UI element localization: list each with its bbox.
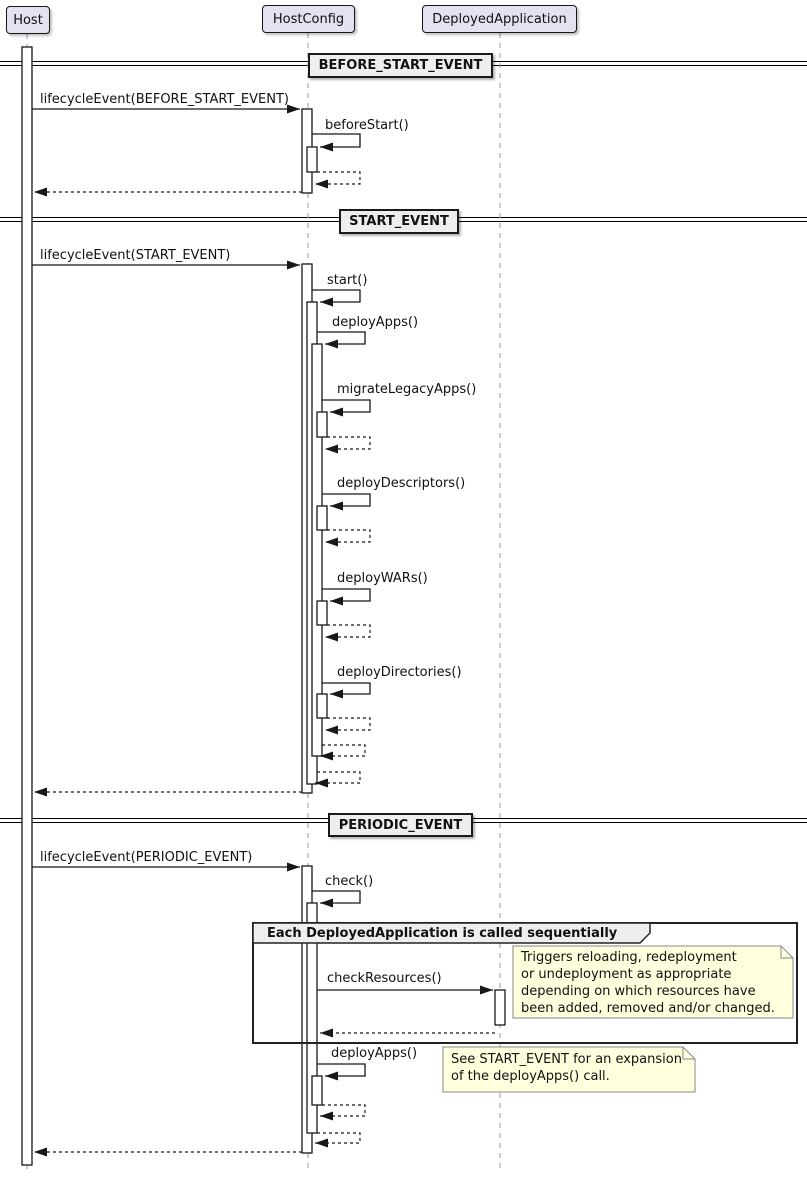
return-deployapps-periodic	[320, 1104, 366, 1121]
return-deploywars	[325, 624, 371, 642]
note-deployapps: See START_EVENT for an expansion of the …	[451, 1052, 682, 1084]
activation-deploydirectories	[316, 693, 328, 719]
message-lifecycle-start: lifecycleEvent(START_EVENT)	[40, 248, 231, 263]
participant-hostconfig-label: HostConfig	[272, 11, 345, 27]
activation-deploydescriptors	[316, 505, 328, 531]
divider-before-start-label: BEFORE_START_EVENT	[318, 58, 483, 73]
return-deployapps	[320, 744, 366, 761]
arrow-deployapps	[317, 331, 366, 349]
message-deploydirectories: deployDirectories()	[337, 665, 462, 680]
message-lifecycle-before-start: lifecycleEvent(BEFORE_START_EVENT)	[40, 92, 289, 107]
return-deploydescriptors	[325, 529, 371, 547]
message-deploydescriptors: deployDescriptors()	[337, 476, 466, 491]
message-lifecycle-periodic: lifecycleEvent(PERIODIC_EVENT)	[40, 850, 253, 865]
arrow-deploydescriptors	[322, 493, 371, 511]
message-deploywars: deployWARs()	[337, 571, 428, 586]
activation-hostconfig-periodic	[301, 865, 313, 1154]
participant-hostconfig: HostConfig	[262, 5, 355, 33]
activation-start	[306, 301, 318, 785]
note-checkresources: Triggers reloading, redeployment or unde…	[521, 950, 775, 1016]
message-deployapps: deployApps()	[332, 315, 419, 330]
activation-deployedapplication-checkresources	[494, 989, 506, 1026]
return-start	[315, 771, 361, 788]
arrow-deployapps-periodic	[317, 1063, 366, 1081]
activation-hostconfig-start	[301, 263, 313, 794]
arrow-migratelegacyapps	[322, 399, 371, 417]
message-migratelegacyapps: migrateLegacyApps()	[337, 382, 477, 397]
divider-periodic-label: PERIODIC_EVENT	[338, 817, 463, 833]
activation-beforestart	[306, 146, 318, 173]
arrow-deploywars	[322, 588, 371, 606]
participant-deployedapplication: DeployedApplication	[422, 5, 577, 33]
participant-host-label: Host	[13, 12, 43, 28]
arrow-deploydirectories	[322, 682, 371, 699]
participant-deployedapplication-label: DeployedApplication	[432, 11, 567, 27]
divider-start-event: START_EVENT	[339, 209, 459, 234]
arrow-check	[312, 890, 361, 908]
divider-periodic-event: PERIODIC_EVENT	[328, 813, 473, 837]
return-deploydirectories	[325, 717, 371, 735]
group-label: Each DeployedApplication is called seque…	[267, 926, 618, 941]
message-start: start()	[327, 273, 368, 288]
divider-start-label: START_EVENT	[349, 214, 449, 229]
activation-host	[21, 46, 33, 1166]
return-check	[315, 1132, 361, 1148]
message-check: check()	[325, 874, 374, 889]
message-beforestart: beforeStart()	[325, 118, 409, 133]
message-deployapps-periodic: deployApps()	[331, 1046, 418, 1061]
activation-deployapps	[311, 343, 323, 757]
return-beforestart	[315, 171, 361, 189]
arrow-beforestart	[312, 133, 361, 152]
participant-host: Host	[6, 6, 50, 34]
activation-migratelegacyapps	[316, 411, 328, 438]
activation-hostconfig-before	[301, 108, 313, 194]
return-migratelegacyapps	[325, 436, 371, 454]
activation-deployapps-periodic	[311, 1075, 323, 1106]
arrow-start	[312, 289, 361, 307]
divider-before-start-event: BEFORE_START_EVENT	[308, 53, 493, 78]
activation-deploywars	[316, 600, 328, 626]
message-checkresources: checkResources()	[327, 971, 442, 986]
